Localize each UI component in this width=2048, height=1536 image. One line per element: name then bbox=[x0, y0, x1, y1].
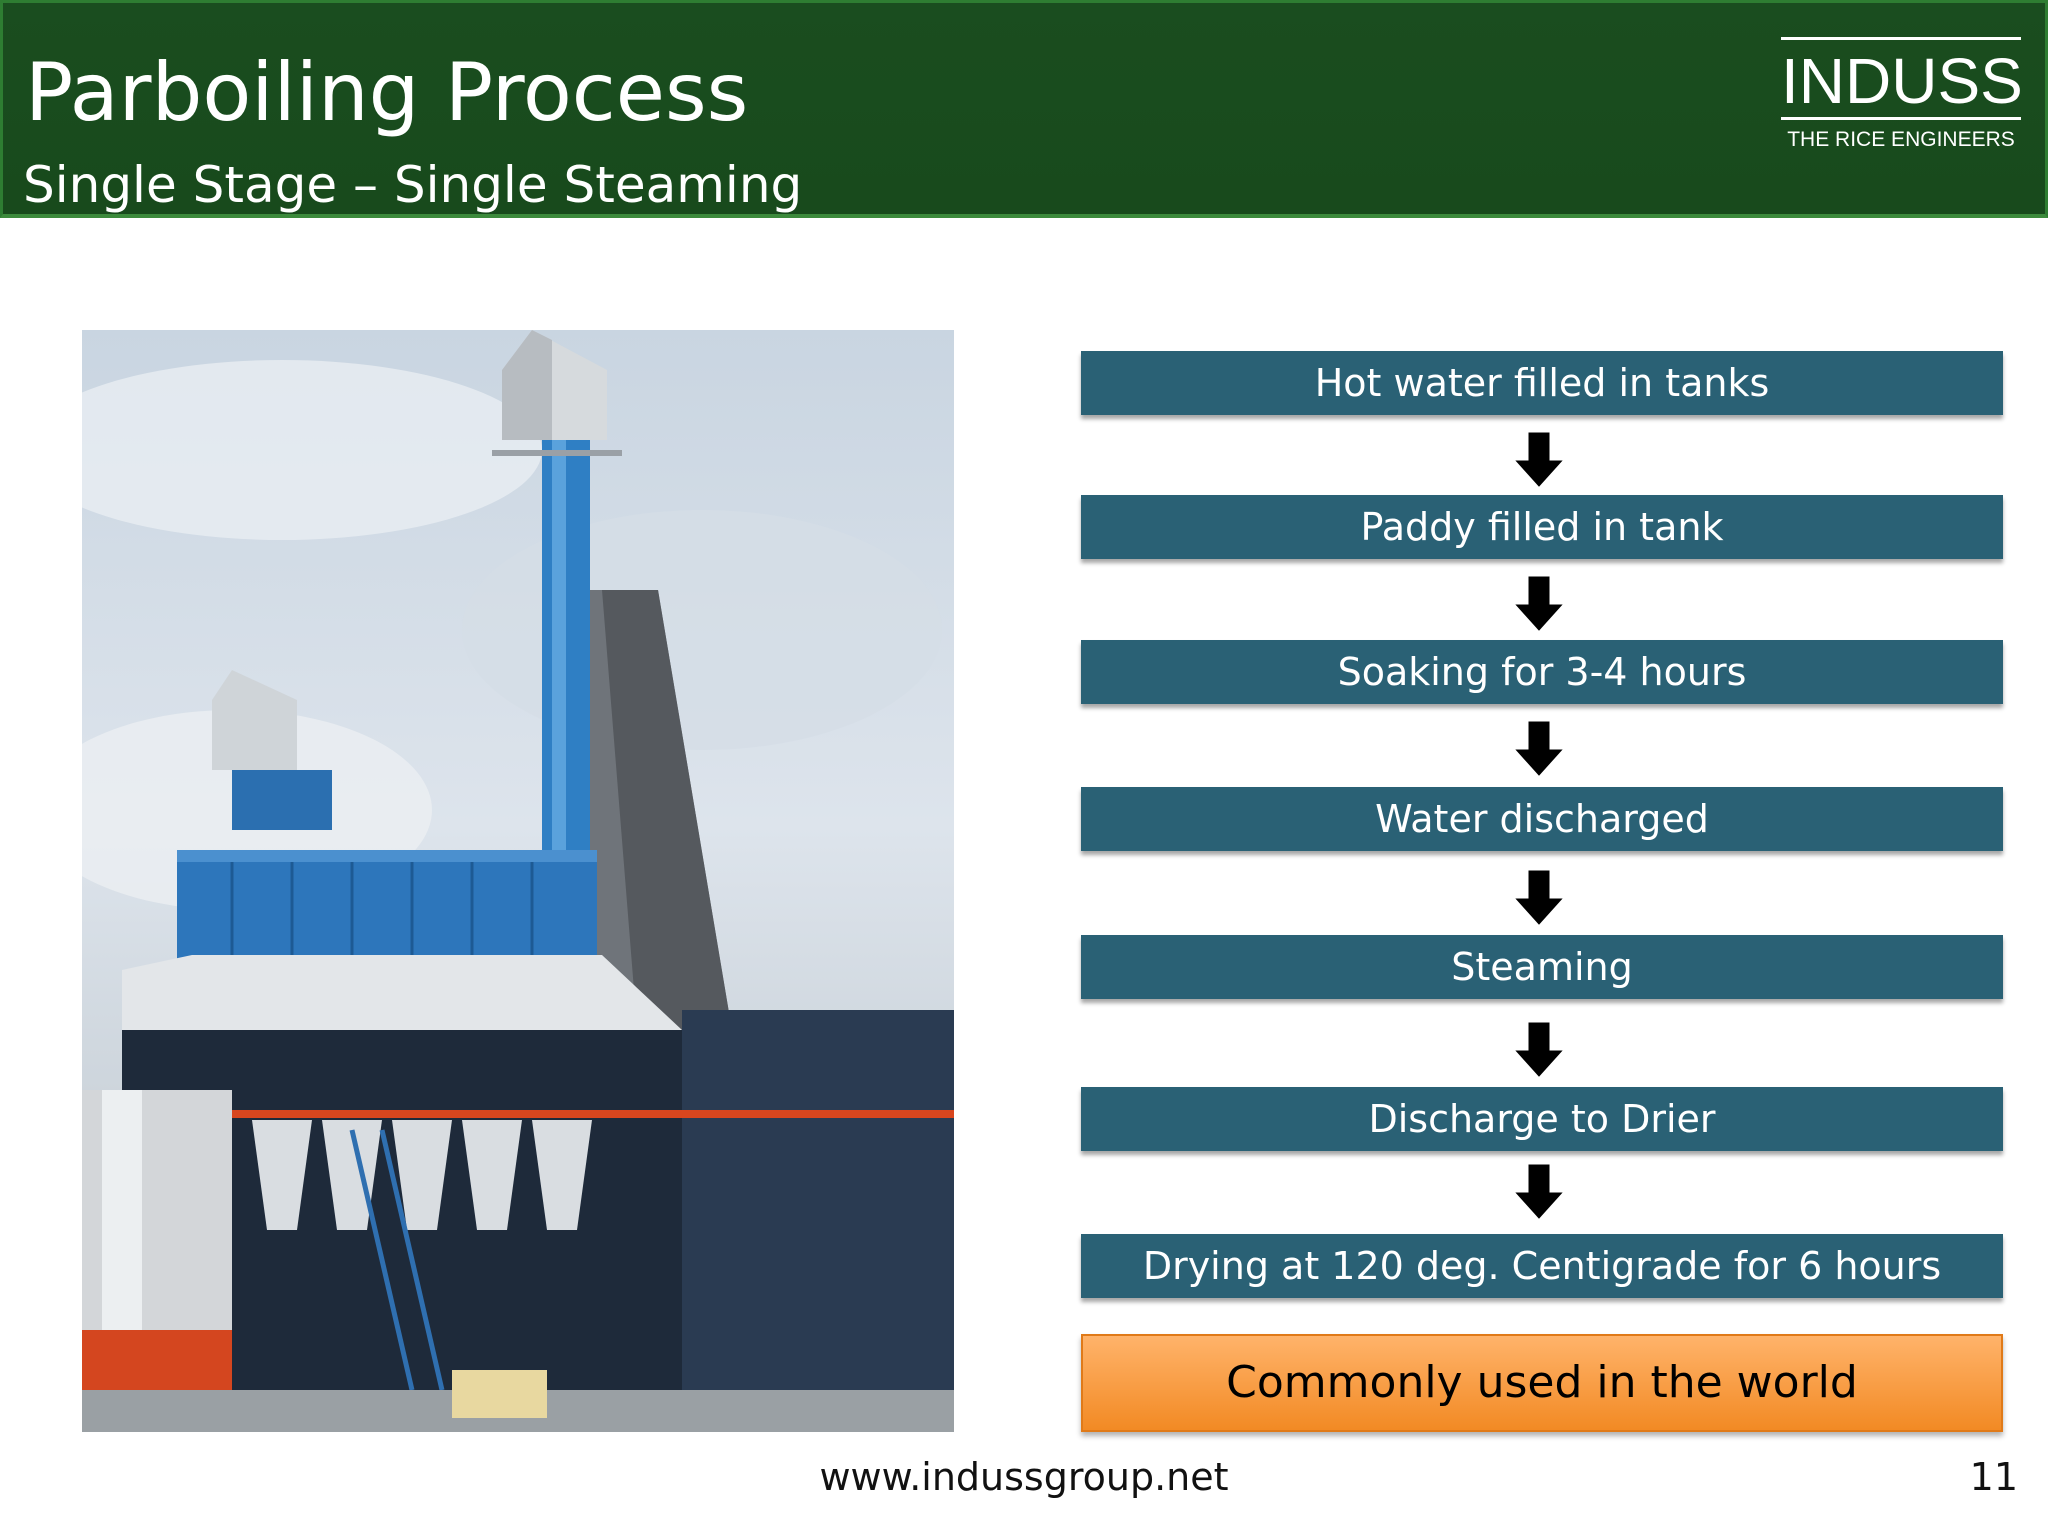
arrow-down-icon bbox=[1510, 1021, 1568, 1081]
arrow-down-icon bbox=[1510, 720, 1568, 780]
arrow-down-icon bbox=[1510, 575, 1568, 635]
process-step: Water discharged bbox=[1081, 787, 2003, 851]
process-step: Soaking for 3-4 hours bbox=[1081, 640, 2003, 704]
footer-url[interactable]: www.indussgroup.net bbox=[819, 1455, 1229, 1499]
page-number: 11 bbox=[1969, 1455, 2018, 1499]
slide-subtitle: Single Stage – Single Steaming bbox=[23, 156, 803, 214]
highlight-box: Commonly used in the world bbox=[1081, 1334, 2003, 1432]
logo-brand-name: INDUSS bbox=[1781, 45, 2023, 117]
arrow-down-icon bbox=[1510, 1163, 1568, 1223]
process-step: Steaming bbox=[1081, 935, 2003, 999]
slide-header: Parboiling Process Single Stage – Single… bbox=[0, 0, 2048, 218]
induss-logo: INDUSS THE RICE ENGINEERS bbox=[1781, 37, 2023, 157]
plant-illustration bbox=[82, 330, 954, 1432]
arrow-down-icon bbox=[1510, 869, 1568, 929]
process-step: Hot water filled in tanks bbox=[1081, 351, 2003, 415]
process-step: Drying at 120 deg. Centigrade for 6 hour… bbox=[1081, 1234, 2003, 1298]
process-step: Paddy filled in tank bbox=[1081, 495, 2003, 559]
logo-tagline: THE RICE ENGINEERS bbox=[1787, 128, 2015, 151]
slide-title: Parboiling Process bbox=[25, 46, 749, 139]
arrow-down-icon bbox=[1510, 431, 1568, 491]
process-step: Discharge to Drier bbox=[1081, 1087, 2003, 1151]
parboiling-plant-photo bbox=[82, 330, 954, 1432]
logo-divider bbox=[1781, 117, 2021, 120]
logo-top-rule bbox=[1781, 37, 2021, 40]
